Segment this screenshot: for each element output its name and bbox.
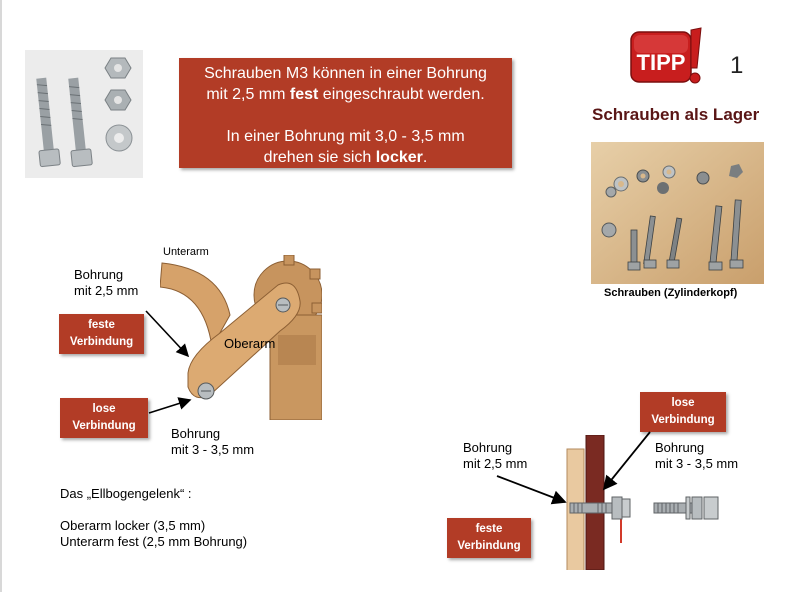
left-border	[0, 0, 2, 592]
cylinder-screws-photo	[591, 142, 764, 284]
info-line-4: drehen sie sich locker.	[263, 149, 428, 166]
unterarm-label: Unterarm	[163, 246, 209, 258]
info-line-3: In einer Bohrung mit 3,0 - 3,5 mm	[226, 128, 465, 145]
note-line-2: Oberarm locker (3,5 mm)	[60, 518, 206, 533]
tipp-badge-icon: TIPP	[629, 26, 705, 94]
oberarm-label: Oberarm	[224, 336, 276, 351]
elbow-joint-note: Das „Ellbogengelenk“ : Oberarm locker (3…	[60, 486, 247, 550]
diagram-bohrung-2-5-label: Bohrung mit 2,5 mm	[463, 440, 528, 471]
photo-caption: Schrauben (Zylinderkopf)	[604, 287, 738, 299]
info-line-2: mit 2,5 mm fest eingeschraubt werden.	[206, 86, 485, 103]
lose-verbindung-badge: lose Verbindung	[60, 398, 148, 438]
info-box: Schrauben M3 können in einer Bohrung mit…	[179, 58, 512, 168]
arm-joint-photo	[159, 254, 323, 421]
diagram-lose-verbindung-badge: lose Verbindung	[640, 392, 726, 432]
screws-nuts-photo	[25, 50, 143, 178]
bohrung-3-3-5-label: Bohrung mit 3 - 3,5 mm	[171, 426, 255, 457]
diagram-feste-verbindung-badge: feste Verbindung	[447, 518, 531, 558]
feste-verbindung-badge: feste Verbindung	[59, 314, 144, 354]
bohrung-2-5-label: Bohrung mit 2,5 mm	[74, 267, 139, 298]
screw-cross-section-diagram	[540, 434, 740, 572]
diagram-bohrung-3-3-5-label: Bohrung mit 3 - 3,5 mm	[655, 440, 739, 471]
slide-number: 1	[730, 52, 744, 79]
note-line-3: Unterarm fest (2,5 mm Bohrung)	[60, 534, 248, 549]
svg-text:TIPP: TIPP	[637, 50, 686, 75]
info-line-1: Schrauben M3 können in einer Bohrung	[204, 65, 487, 82]
page-title: Schrauben als Lager	[592, 105, 760, 124]
note-line-1: Das „Ellbogengelenk“ :	[60, 486, 192, 501]
